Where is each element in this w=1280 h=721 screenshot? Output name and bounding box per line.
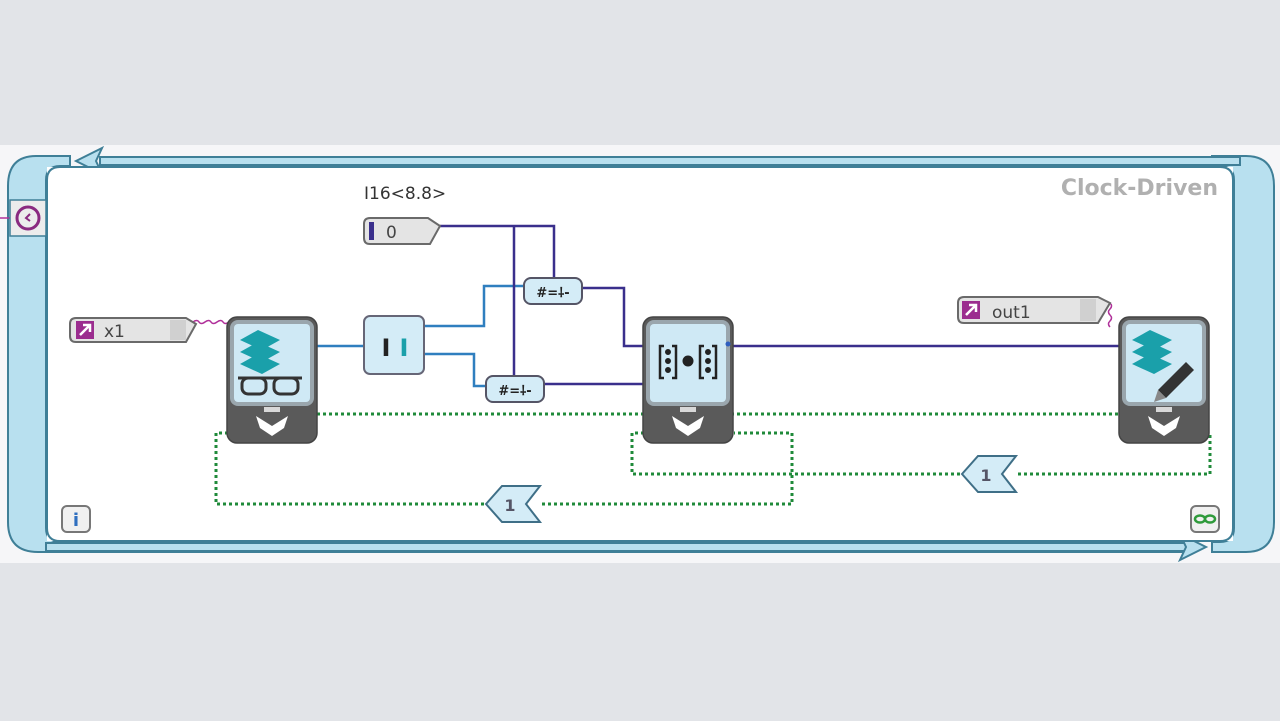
- integer-wires[interactable]: [440, 224, 1120, 386]
- clock-icon: [15, 205, 41, 231]
- convert-node-bottom[interactable]: #=⸸-: [485, 375, 545, 403]
- loop-condition-terminal[interactable]: [1190, 505, 1220, 533]
- info-button[interactable]: i: [61, 505, 91, 533]
- feedback-value: 1: [504, 496, 515, 515]
- loop-top-bar[interactable]: [99, 156, 1241, 166]
- fixed-point-convert-icon: #=⸸-: [498, 384, 531, 399]
- output-terminal-out1[interactable]: out1: [957, 296, 1112, 324]
- constant-type-label: I16<8.8>: [364, 184, 446, 204]
- dot-product-icon: [658, 344, 718, 380]
- loop-title: Clock-Driven: [1061, 176, 1218, 201]
- handshake-wires[interactable]: [214, 412, 1212, 506]
- fixed-point-convert-icon: #=⸸-: [536, 286, 569, 301]
- feedback-node-2[interactable]: 1: [960, 455, 1019, 493]
- input-terminal-x1[interactable]: x1: [69, 317, 198, 343]
- loop-bottom-bar[interactable]: [45, 542, 1187, 552]
- data-stack-glasses-icon: [238, 330, 302, 396]
- constant-value: 0: [386, 223, 397, 243]
- feedback-node-1[interactable]: 1: [484, 485, 543, 523]
- svg-text:I: I: [400, 334, 409, 362]
- handshake-icon: [256, 407, 288, 436]
- infinity-loop-icon: [1193, 514, 1217, 524]
- data-stack-pencil-icon: [1132, 330, 1194, 402]
- handshake-icon: [1148, 407, 1180, 436]
- handshake-icon: [672, 407, 704, 436]
- timing-source-terminal[interactable]: [0, 199, 47, 237]
- constant-zero[interactable]: 0: [363, 217, 442, 245]
- integer-split-icon: I I: [382, 334, 409, 362]
- terminal-wires[interactable]: [192, 302, 1113, 328]
- clock-driven-loop[interactable]: [7, 145, 1275, 563]
- read-memory-node[interactable]: [226, 316, 318, 444]
- svg-text:I: I: [382, 334, 391, 362]
- write-memory-node[interactable]: [1118, 316, 1210, 444]
- dot-product-node[interactable]: [642, 316, 734, 444]
- input-terminal-label: x1: [104, 322, 125, 342]
- convert-node-top[interactable]: #=⸸-: [523, 277, 583, 305]
- split-number-node[interactable]: I I: [363, 315, 425, 375]
- feedback-value: 1: [980, 466, 991, 485]
- output-terminal-label: out1: [992, 303, 1031, 323]
- info-icon: i: [73, 510, 79, 531]
- blue-wires[interactable]: [317, 284, 524, 388]
